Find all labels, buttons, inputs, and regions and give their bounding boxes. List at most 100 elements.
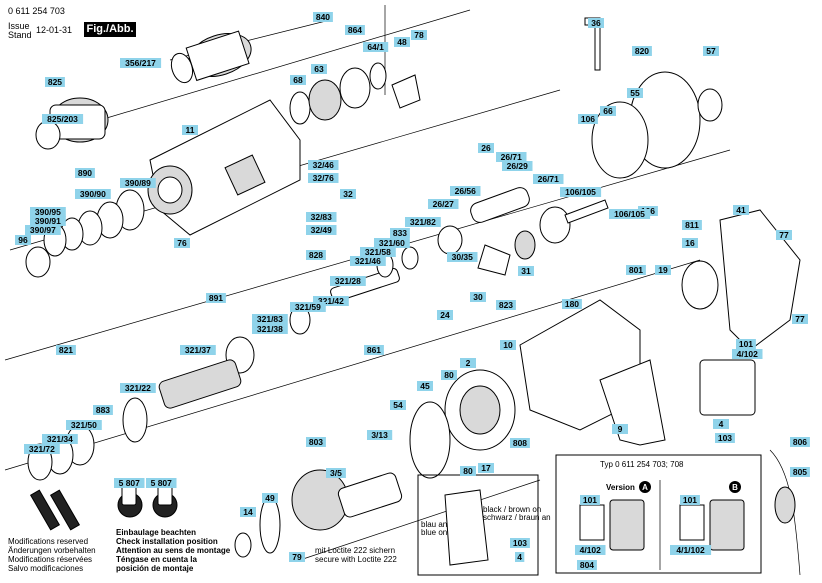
install-position-notes: Einbaulage beachten Check installation p… (116, 528, 230, 573)
callout-label: 96 (18, 235, 28, 245)
wiring-label: 4 (517, 552, 522, 562)
callout-badge (390, 400, 406, 410)
inset-label: 4/1/102 (676, 545, 705, 555)
callout-label: 80 (463, 466, 473, 476)
modifications-line: Salvo modificaciones (8, 564, 84, 573)
callout-label: 356/217 (125, 58, 156, 68)
callout-label: 57 (706, 46, 716, 56)
callout-label: 26 (481, 143, 491, 153)
callout-badge (306, 212, 337, 222)
callout-badge (502, 161, 533, 171)
callout-label: 36 (591, 18, 601, 28)
callout-badge (262, 493, 278, 503)
callout-label: 806 (793, 437, 807, 447)
modifications-line: Modifications réservées (8, 555, 93, 564)
inset-badge (580, 495, 600, 505)
callout-label: 390/91 (35, 216, 61, 226)
callout-badge (428, 199, 459, 209)
callout-label: 805 (793, 467, 807, 477)
callout-badge (311, 64, 327, 74)
version-a-badge (639, 481, 651, 493)
callout-label: 801 (629, 265, 643, 275)
version-a: A (642, 483, 648, 492)
callout-badge (114, 478, 145, 488)
callout-label: 26/71 (538, 174, 560, 184)
callout-label: 861 (367, 345, 381, 355)
wiring-label: 103 (513, 538, 527, 548)
install-line: posición de montaje (116, 564, 194, 573)
callout-label: 811 (685, 220, 699, 230)
modifications-line: Änderungen vorbehalten (8, 546, 96, 555)
callout-label: 390/97 (30, 225, 56, 235)
callout-label: 55 (630, 88, 640, 98)
callout-label: 32/76 (313, 173, 335, 183)
motor-end-housing (584, 17, 723, 179)
callout-badge (560, 187, 602, 197)
callout-badge (120, 58, 162, 68)
callout-badge (363, 42, 389, 52)
callout-label: 32/49 (311, 225, 333, 235)
inset-badge (670, 545, 712, 555)
callout-label: 321/58 (365, 247, 391, 257)
loctite-note-2: secure with Loctite 222 (315, 555, 397, 564)
callout-badge (252, 314, 288, 324)
wire-right-1: black / brown on (483, 505, 541, 514)
callout-badge (240, 507, 256, 517)
callout-badge (66, 420, 102, 430)
callout-label: 321/28 (335, 276, 361, 286)
callout-badge (460, 466, 476, 476)
callout-label: 321/42 (318, 296, 344, 306)
piston-assembly (437, 187, 609, 276)
callout-label: 24 (440, 310, 450, 320)
callout-badge (627, 88, 643, 98)
callout-label: 825 (48, 77, 62, 87)
callout-label: 820 (635, 46, 649, 56)
callout-badge (588, 18, 604, 28)
callout-label: 803 (309, 437, 323, 447)
callout-label: 823 (499, 300, 513, 310)
callout-badge (790, 437, 810, 447)
callout-badge (437, 310, 453, 320)
callout-label: 9 (618, 424, 623, 434)
power-cable (769, 449, 801, 576)
version-b-badge (729, 481, 741, 493)
callout-label: 891 (209, 293, 223, 303)
callout-label: 76 (177, 238, 187, 248)
issue-label: Issue (8, 21, 30, 31)
callout-badge (626, 265, 646, 275)
callout-label: 321/83 (257, 314, 283, 324)
callout-badge (75, 168, 95, 178)
modifications-notes: Modifications reserved Änderungen vorbeh… (8, 537, 96, 573)
callout-label: 26/56 (455, 186, 477, 196)
callout-badge (632, 46, 652, 56)
callout-badge (182, 125, 198, 135)
callout-label: 101 (739, 339, 753, 349)
callout-label: 41 (736, 205, 746, 215)
install-line: Check installation position (116, 537, 218, 546)
callout-label: 14 (243, 507, 253, 517)
callout-badge (790, 467, 810, 477)
callout-badge (736, 339, 756, 349)
callout-label: 45 (420, 381, 430, 391)
callout-label: 68 (293, 75, 303, 85)
callout-label: 808 (513, 438, 527, 448)
callout-badge (713, 419, 729, 429)
callout-badge (308, 160, 339, 170)
callout-label: 32 (343, 189, 353, 199)
callout-badge (776, 230, 792, 240)
callout-badge (578, 114, 598, 124)
install-position-symbols (29, 484, 178, 531)
callout-label: 49 (265, 493, 275, 503)
callout-label: 321/59 (295, 302, 321, 312)
callout-label: 77 (795, 314, 805, 324)
callout-badge (289, 552, 305, 562)
figure-label: Fig./Abb. 1 (84, 22, 136, 50)
callout-badge (24, 444, 60, 454)
callout-label: 840 (316, 12, 330, 22)
callout-badge (308, 173, 339, 183)
callout-badge (470, 292, 486, 302)
callout-badge (510, 438, 530, 448)
callout-badge (360, 247, 396, 257)
callout-label: 66 (603, 106, 613, 116)
